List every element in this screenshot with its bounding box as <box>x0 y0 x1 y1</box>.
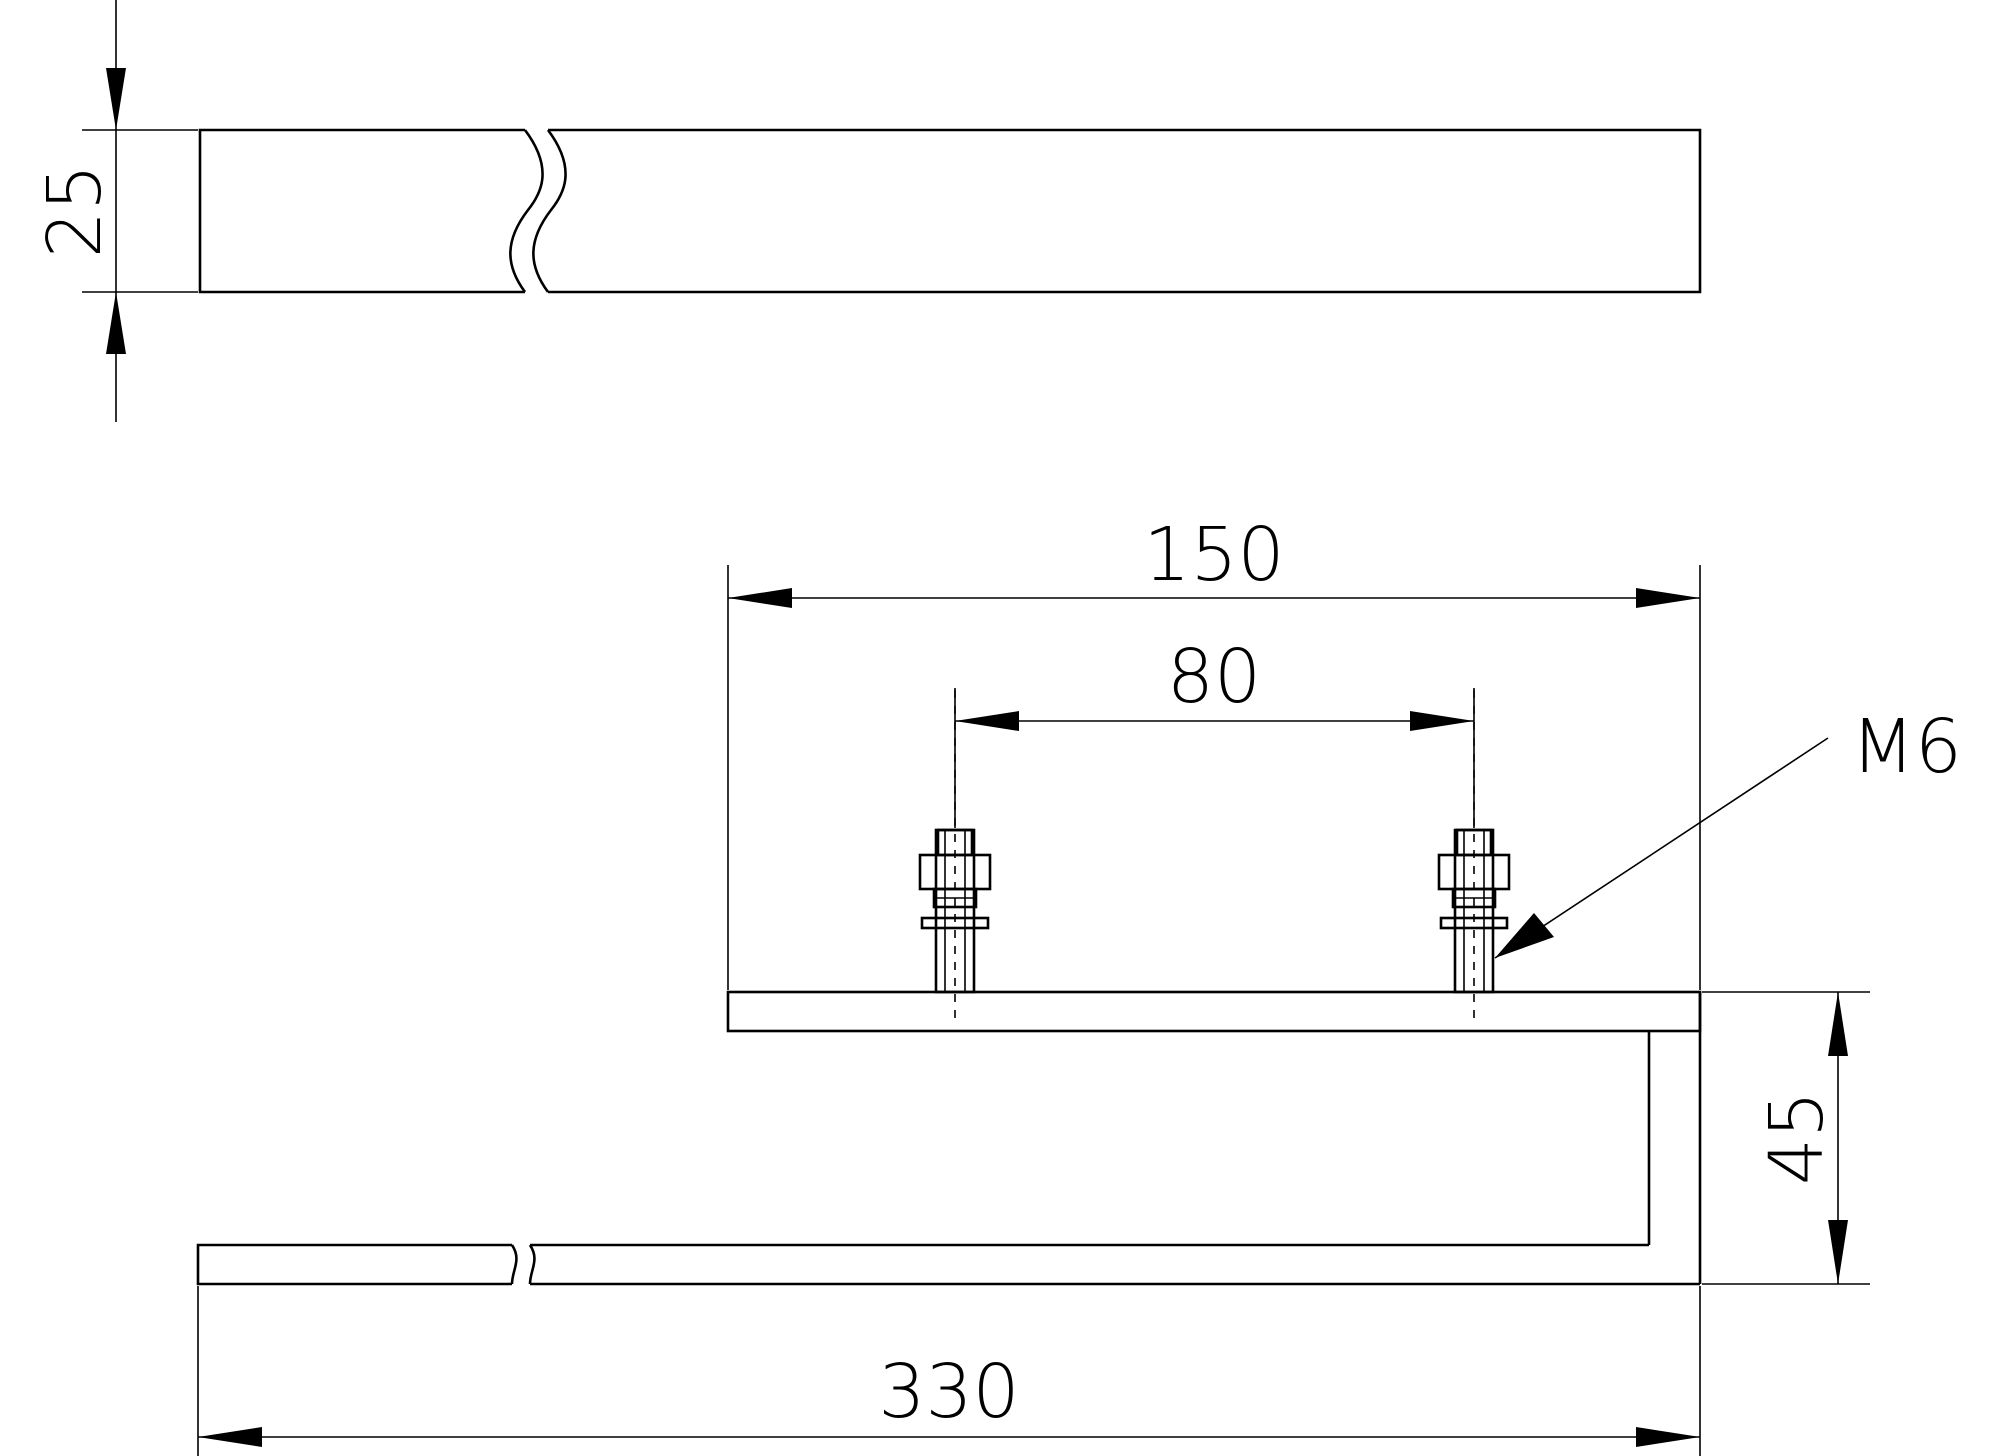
top-view-bar <box>198 128 1702 294</box>
arrowhead <box>1636 1427 1700 1447</box>
arrowhead <box>1828 992 1848 1056</box>
arrowhead <box>728 588 792 608</box>
dimension-150-label: 150 <box>1143 512 1284 598</box>
dimension-330-label: 330 <box>878 1349 1019 1435</box>
dimension-45: 45 <box>1702 991 1870 1285</box>
bolt-right <box>1437 690 1511 1020</box>
lower-plate <box>196 1243 1700 1286</box>
arrowhead <box>106 292 126 354</box>
thread-callout-m6: M6 <box>1494 704 1962 959</box>
arrowhead <box>198 1427 262 1447</box>
dimension-80: 80 <box>954 634 1475 828</box>
dimension-25-label: 25 <box>32 164 118 258</box>
dimension-80-label: 80 <box>1167 634 1261 720</box>
dimension-45-label: 45 <box>1754 1091 1840 1185</box>
dimension-150: 150 <box>727 512 1701 990</box>
arrowhead <box>1495 913 1554 958</box>
dimension-330: 330 <box>197 1286 1701 1456</box>
upper-plate <box>726 990 1702 1033</box>
dimension-25: 25 <box>32 0 198 422</box>
arrowhead <box>955 711 1019 731</box>
arrowhead <box>1828 1220 1848 1284</box>
vertical-web <box>1647 992 1702 1284</box>
arrowhead <box>1636 588 1700 608</box>
arrowhead <box>1410 711 1474 731</box>
thread-m6-label: M6 <box>1851 704 1962 790</box>
arrowhead <box>106 68 126 130</box>
